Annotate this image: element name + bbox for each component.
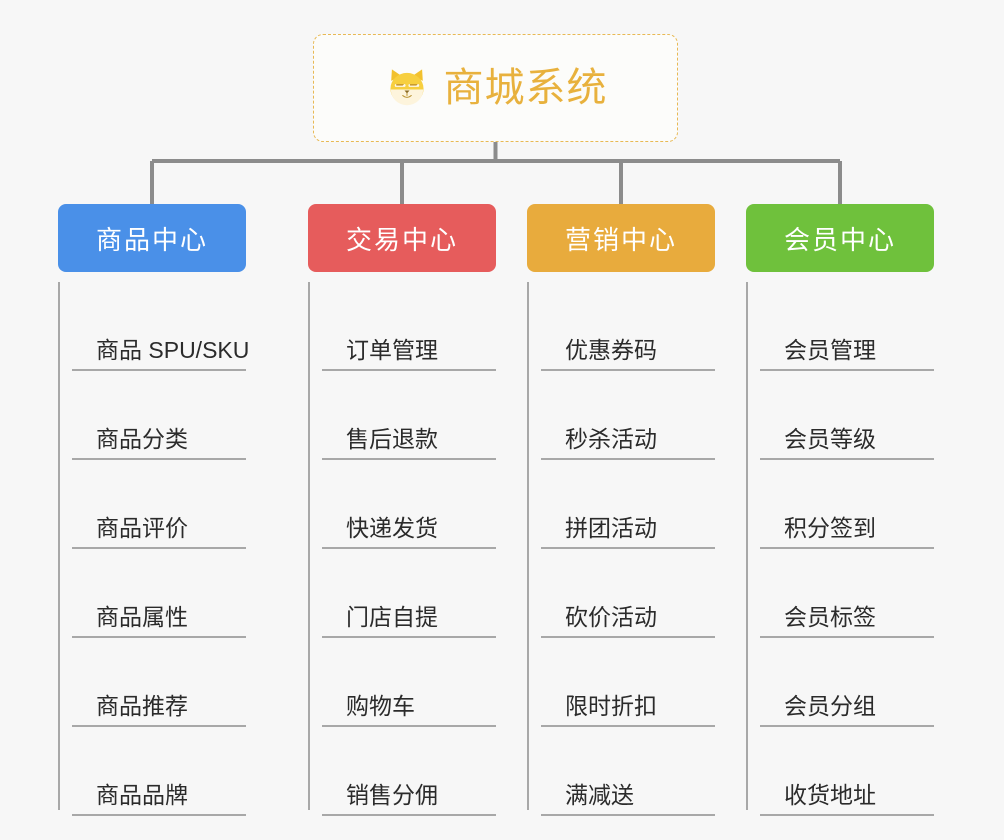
- root-node-mall-system[interactable]: 商城系统: [313, 34, 678, 142]
- leaf-label: 商品评价: [96, 514, 188, 541]
- branch-header-marketing-center[interactable]: 营销中心: [527, 204, 715, 272]
- leaf-label: 快递发货: [346, 514, 438, 541]
- leaf-label: 限时折扣: [565, 692, 657, 719]
- list-item[interactable]: 销售分佣: [322, 727, 496, 816]
- list-item[interactable]: 门店自提: [322, 549, 496, 638]
- branch-header-trade-center[interactable]: 交易中心: [308, 204, 496, 272]
- list-item[interactable]: 商品评价: [72, 460, 246, 549]
- leaf-label: 优惠券码: [565, 336, 657, 363]
- leaf-label: 砍价活动: [565, 603, 657, 630]
- leaf-label: 收货地址: [784, 781, 876, 808]
- branch-column-product-center: 商品中心 商品 SPU/SKU 商品分类 商品评价 商品属性 商品推荐: [58, 204, 250, 816]
- leaf-label: 商品属性: [96, 603, 188, 630]
- list-item[interactable]: 会员管理: [760, 282, 934, 371]
- list-item[interactable]: 会员标签: [760, 549, 934, 638]
- shiba-dog-face-icon: [389, 69, 424, 106]
- leaf-label: 商品推荐: [96, 692, 188, 719]
- list-item[interactable]: 优惠券码: [541, 282, 715, 371]
- list-item[interactable]: 快递发货: [322, 460, 496, 549]
- leaf-label: 会员等级: [784, 425, 876, 452]
- branch-column-marketing-center: 营销中心 优惠券码 秒杀活动 拼团活动 砍价活动 限时折扣: [527, 204, 715, 816]
- leaf-label: 会员标签: [784, 603, 876, 630]
- branch-header-member-center[interactable]: 会员中心: [746, 204, 934, 272]
- leaf-label: 会员管理: [784, 336, 876, 363]
- branch-column-trade-center: 交易中心 订单管理 售后退款 快递发货 门店自提 购物车: [308, 204, 496, 816]
- root-title: 商城系统: [443, 66, 608, 110]
- leaf-list-member-center: 会员管理 会员等级 积分签到 会员标签 会员分组 收货地址: [746, 282, 934, 816]
- list-item[interactable]: 会员等级: [760, 371, 934, 460]
- list-item[interactable]: 会员分组: [760, 638, 934, 727]
- leaf-label: 门店自提: [346, 603, 438, 630]
- list-item[interactable]: 商品推荐: [72, 638, 246, 727]
- list-item[interactable]: 售后退款: [322, 371, 496, 460]
- leaf-label: 满减送: [565, 781, 634, 808]
- leaf-label: 销售分佣: [346, 781, 438, 808]
- leaf-label: 会员分组: [784, 692, 876, 719]
- list-item[interactable]: 拼团活动: [541, 460, 715, 549]
- branch-header-label: 交易中心: [345, 224, 458, 255]
- branch-header-label: 会员中心: [783, 224, 896, 255]
- list-item[interactable]: 收货地址: [760, 727, 934, 816]
- list-item[interactable]: 商品属性: [72, 549, 246, 638]
- leaf-label: 购物车: [346, 692, 415, 719]
- branch-header-product-center[interactable]: 商品中心: [58, 204, 246, 272]
- leaf-label: 订单管理: [346, 336, 438, 363]
- branch-header-label: 营销中心: [564, 224, 677, 255]
- list-item[interactable]: 砍价活动: [541, 549, 715, 638]
- leaf-list-trade-center: 订单管理 售后退款 快递发货 门店自提 购物车 销售分佣: [308, 282, 496, 816]
- leaf-list-marketing-center: 优惠券码 秒杀活动 拼团活动 砍价活动 限时折扣 满减送: [527, 282, 715, 816]
- list-item[interactable]: 积分签到: [760, 460, 934, 549]
- branch-header-label: 商品中心: [95, 224, 208, 255]
- leaf-label: 售后退款: [346, 425, 438, 452]
- list-item[interactable]: 购物车: [322, 638, 496, 727]
- leaf-label: 秒杀活动: [565, 425, 657, 452]
- list-item[interactable]: 限时折扣: [541, 638, 715, 727]
- leaf-label: 商品 SPU/SKU: [96, 336, 250, 363]
- leaf-list-product-center: 商品 SPU/SKU 商品分类 商品评价 商品属性 商品推荐 商品品牌: [58, 282, 250, 816]
- leaf-label: 商品品牌: [96, 781, 188, 808]
- list-item[interactable]: 满减送: [541, 727, 715, 816]
- list-item[interactable]: 商品分类: [72, 371, 246, 460]
- leaf-label: 积分签到: [784, 514, 876, 541]
- list-item[interactable]: 商品品牌: [72, 727, 246, 816]
- branch-column-member-center: 会员中心 会员管理 会员等级 积分签到 会员标签 会员分组: [746, 204, 934, 816]
- leaf-label: 拼团活动: [565, 514, 657, 541]
- leaf-label: 商品分类: [96, 425, 188, 452]
- list-item[interactable]: 秒杀活动: [541, 371, 715, 460]
- list-item[interactable]: 商品 SPU/SKU: [72, 282, 250, 371]
- list-item[interactable]: 订单管理: [322, 282, 496, 371]
